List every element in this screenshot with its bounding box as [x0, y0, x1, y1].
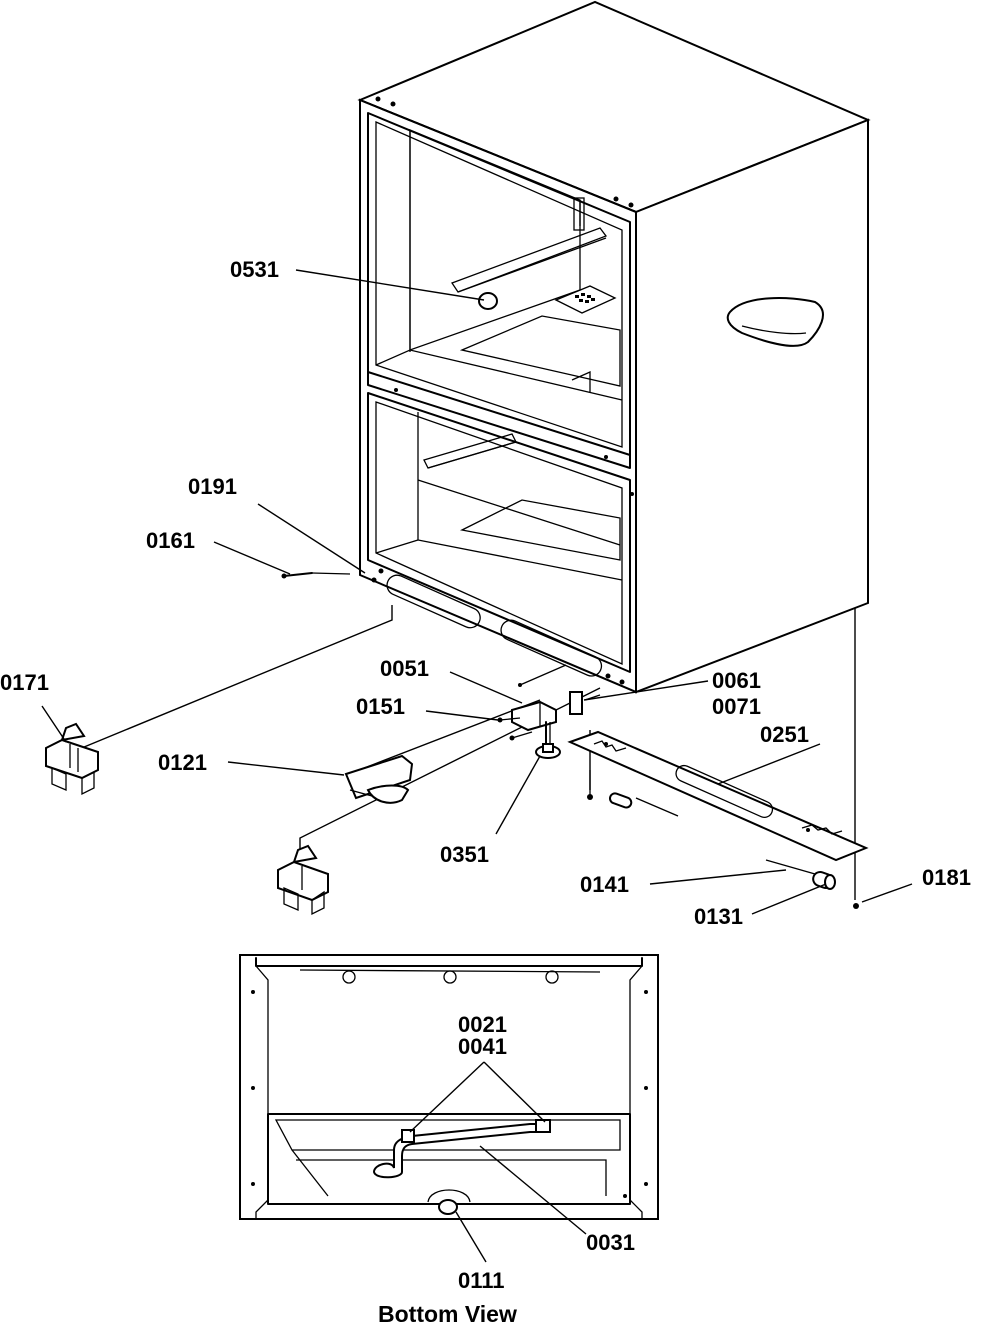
bottom-view-panel	[239, 954, 659, 1220]
screw-0181	[853, 903, 859, 909]
refrigerator-cabinet	[357, 0, 871, 694]
leader-lines	[41, 269, 913, 1263]
screw-0161	[281, 572, 351, 579]
grille-fasteners	[587, 770, 679, 817]
roller-assembly	[765, 859, 836, 890]
toe-grille-0251	[567, 730, 869, 862]
cover-0121	[344, 754, 414, 804]
callout-0061: 0061	[712, 668, 761, 693]
callout-0121: 0121	[158, 750, 207, 775]
callout-0531: 0531	[230, 257, 279, 282]
callout-0071: 0071	[712, 694, 761, 719]
hinge-bracket-0051	[497, 664, 601, 741]
callout-0151: 0151	[356, 694, 405, 719]
hinge-lower	[277, 844, 329, 916]
callout-0181: 0181	[922, 865, 971, 890]
callout-0051: 0051	[380, 656, 429, 681]
callout-0111: 0111	[458, 1268, 505, 1293]
callout-0351: 0351	[440, 842, 489, 867]
bottom-view-caption: Bottom View	[378, 1301, 517, 1327]
leveling-leg-0351	[535, 721, 561, 759]
callout-0171: 0171	[0, 670, 49, 695]
callout-0131: 0131	[694, 904, 743, 929]
callout-0021: 0021	[458, 1012, 507, 1037]
callout-0161: 0161	[146, 528, 195, 553]
callout-0041: 0041	[458, 1034, 507, 1059]
callout-0141: 0141	[580, 872, 629, 897]
callout-0031: 0031	[586, 1230, 635, 1255]
callout-0251: 0251	[760, 722, 809, 747]
callout-0191: 0191	[188, 474, 237, 499]
hinge-0171	[45, 722, 99, 796]
callout-labels: 0531 0191 0161 0171 0051 0061 0071 0151 …	[0, 257, 971, 1327]
